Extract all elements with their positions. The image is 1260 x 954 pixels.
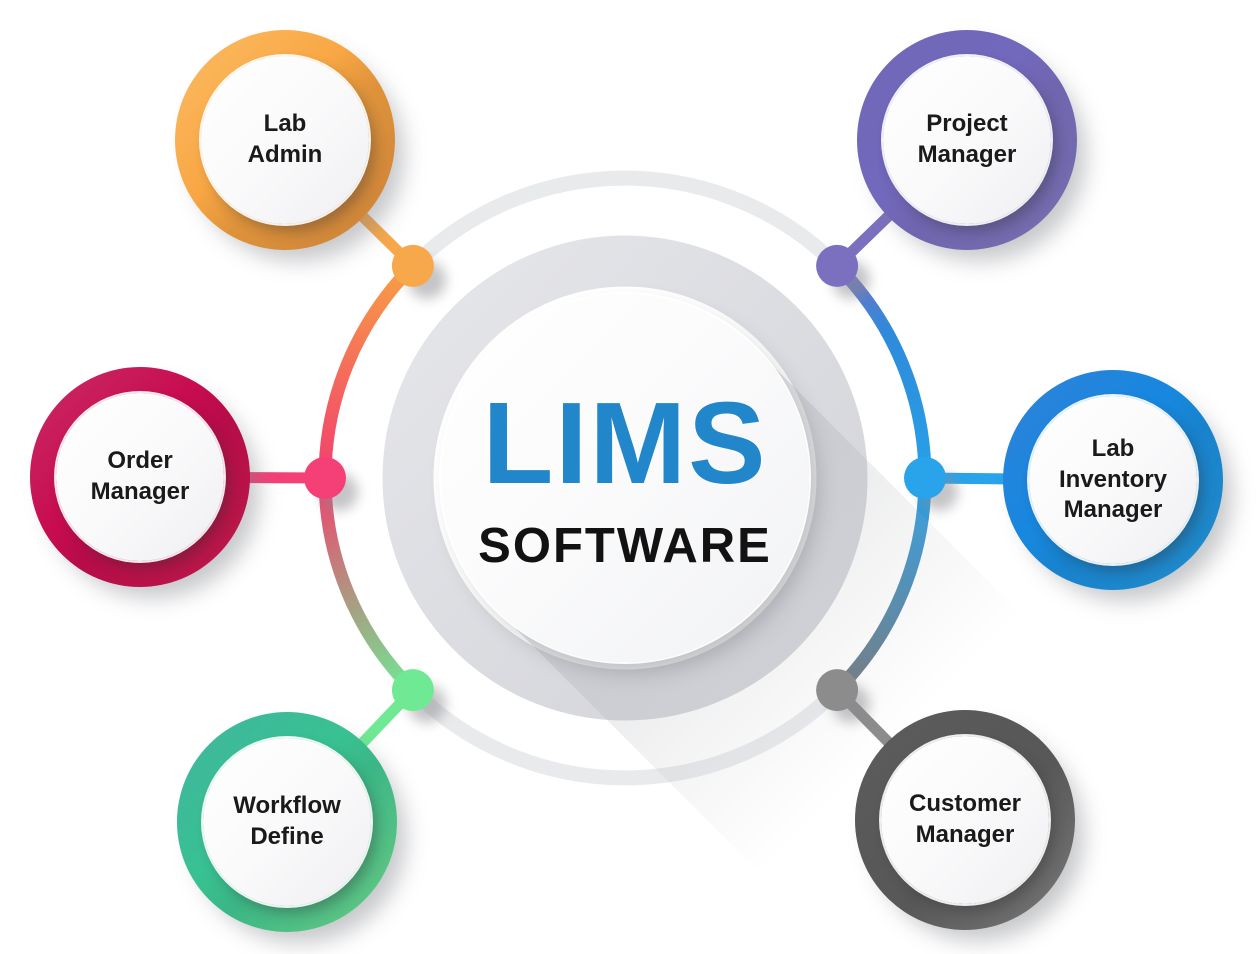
- satellite-workflow-define: Workflow Define: [177, 712, 397, 932]
- satellite-label: Customer Manager: [908, 790, 1022, 848]
- satellite-label: Workflow Define: [233, 792, 341, 850]
- node-project-manager: [816, 244, 859, 287]
- arc-orange-to-pink: [318, 261, 418, 479]
- satellite-label: Order Manager: [90, 447, 190, 505]
- satellite-label: Lab Admin: [247, 110, 323, 168]
- center-circle: LIMS SOFTWARE: [441, 294, 809, 662]
- arc-pink-to-green: [318, 477, 418, 695]
- satellite-customer-manager: Customer Manager: [855, 710, 1075, 930]
- node-workflow-define: [391, 669, 434, 712]
- satellite-lab-admin: Lab Admin: [175, 30, 395, 250]
- node-lab-inventory-manager: [904, 457, 946, 499]
- satellite-customer-manager-disc: Customer Manager: [881, 736, 1049, 904]
- satellite-lab-inventory-manager: Lab Inventory Manager: [1003, 370, 1223, 590]
- node-order-manager: [304, 457, 346, 499]
- node-lab-admin: [391, 244, 434, 287]
- satellite-order-manager-disc: Order Manager: [56, 393, 224, 561]
- center-subtitle: SOFTWARE: [478, 518, 772, 573]
- satellite-project-manager-disc: Project Manager: [883, 56, 1051, 224]
- satellite-workflow-define-disc: Workflow Define: [203, 738, 371, 906]
- satellite-lab-inventory-manager-disc: Lab Inventory Manager: [1029, 396, 1197, 564]
- satellite-label: Lab Inventory Manager: [1058, 434, 1168, 524]
- outer-ring-top-arc: [407, 170, 843, 272]
- satellite-order-manager: Order Manager: [30, 367, 250, 587]
- center-title: LIMS: [482, 378, 768, 509]
- node-customer-manager: [816, 669, 859, 712]
- satellite-project-manager: Project Manager: [857, 30, 1077, 250]
- satellite-lab-admin-disc: Lab Admin: [201, 56, 369, 224]
- satellite-label: Project Manager: [917, 110, 1017, 168]
